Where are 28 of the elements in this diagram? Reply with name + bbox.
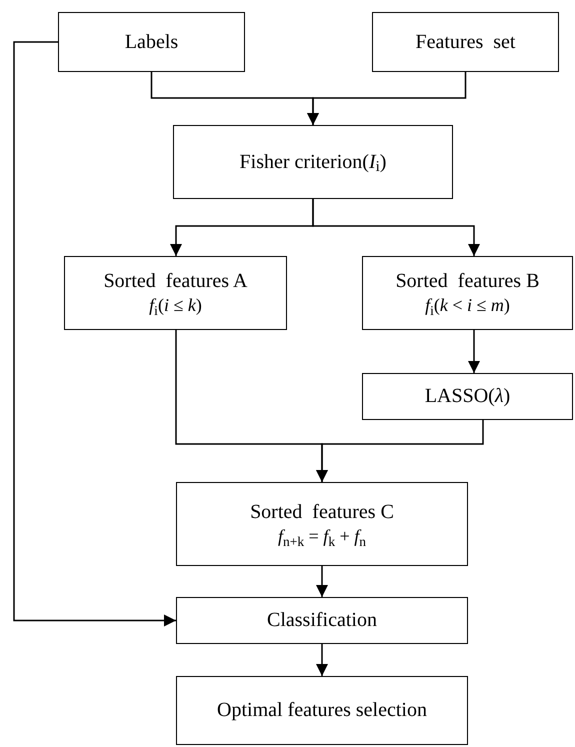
box-title: LASSO(λ) [424,384,510,409]
process-box [372,12,559,72]
process-box [176,597,468,644]
box-title: Classification [267,608,377,633]
process-box [176,676,468,745]
box-title: Sorted features B [396,269,540,294]
arrow [468,330,480,373]
formula: f$_{i}$(k < i ≤ m) [425,294,510,317]
process-box [64,256,287,330]
process-box [362,373,573,420]
process-box [58,12,245,72]
arrow [316,644,328,676]
box-title: Sorted features C [250,500,394,526]
box-title: Optimal features selection [217,698,427,723]
formula: f$_{n+k}$ = f$_{k}$ + f$_{n}$ [278,525,366,548]
arrow [312,199,480,256]
box-title: Fisher criterion(I$_{i}$) [240,150,386,174]
arrow [316,420,484,482]
process-box [176,482,468,566]
arrow [13,41,176,626]
formula: f$_{i}$(i ≤ k) [149,294,202,317]
box-title: Sorted features A [104,269,248,294]
arrow [316,566,328,597]
process-box [173,125,453,199]
box-title: Labels [124,30,178,54]
process-box [362,256,573,330]
arrow [307,72,466,125]
box-title: Features set [416,30,516,54]
